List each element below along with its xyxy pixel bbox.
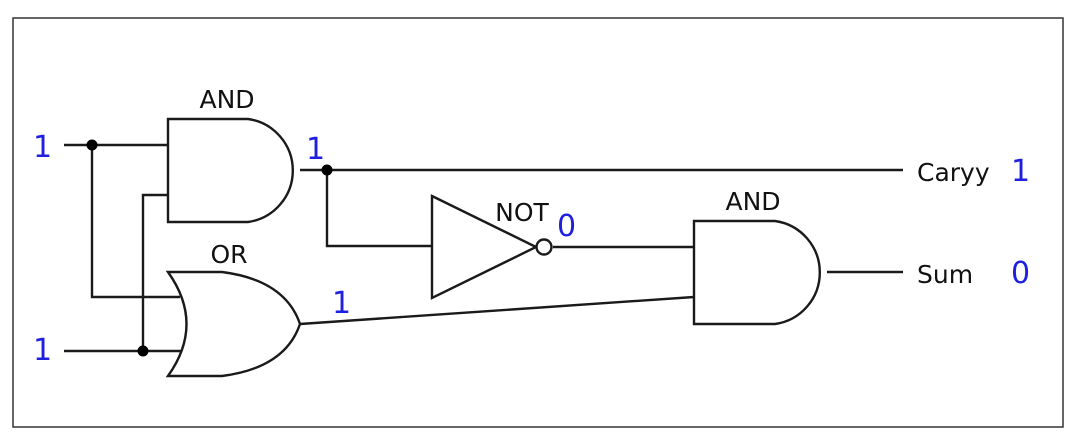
junction-dot-carry bbox=[321, 164, 333, 176]
and-gate-output bbox=[692, 219, 821, 326]
or-output-value: 1 bbox=[332, 286, 351, 321]
sum-value: 0 bbox=[1011, 256, 1030, 291]
wires bbox=[64, 143, 903, 353]
carry-label: Caryy bbox=[917, 158, 990, 187]
not-gate bbox=[430, 194, 539, 300]
junction-dot-b bbox=[137, 345, 149, 357]
input-b-value: 1 bbox=[33, 333, 52, 368]
and-output-label: AND bbox=[725, 187, 780, 216]
or-label: OR bbox=[210, 240, 247, 269]
and-gate-top bbox=[166, 117, 294, 224]
not-gate-bubble bbox=[535, 238, 553, 256]
and-top-output-value: 1 bbox=[306, 132, 325, 167]
wire-a-to-or bbox=[90, 145, 180, 299]
carry-value: 1 bbox=[1011, 154, 1030, 189]
and-top-label: AND bbox=[199, 85, 254, 114]
sum-label: Sum bbox=[917, 260, 973, 289]
junction-dot-a bbox=[86, 139, 98, 151]
wire-and-to-not bbox=[325, 170, 432, 248]
wire-or-to-and bbox=[299, 295, 695, 326]
not-output-value: 0 bbox=[557, 209, 576, 244]
not-label: NOT bbox=[495, 198, 549, 227]
input-a-value: 1 bbox=[33, 130, 52, 165]
or-gate bbox=[165, 270, 302, 378]
wire-b-to-and bbox=[141, 193, 168, 351]
